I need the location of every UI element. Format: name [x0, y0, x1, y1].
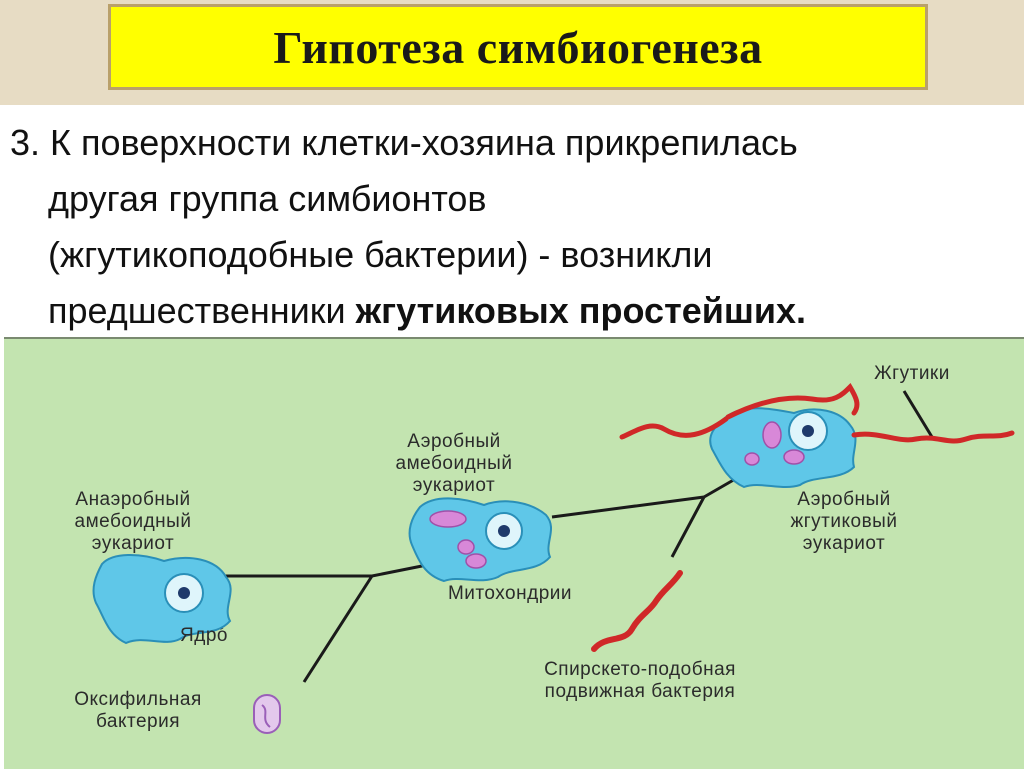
anaerobic-label-line-2: амебоидный: [74, 511, 192, 532]
aerobic-flagellate-label-line-1: Аэробный: [797, 489, 891, 510]
oxyphilic-label-line-1: Оксифильная: [74, 689, 202, 710]
paragraph-line-3: (жгутикоподобные бактерии) - возникли: [48, 234, 713, 275]
paragraph: 3. К поверхности клетки-хозяина прикрепи…: [10, 115, 1015, 339]
anaerobic-amoeboid-cell: [92, 554, 232, 645]
aerobic-flagellate-label-line-2: жгутиковый: [790, 511, 898, 532]
aerobic-amoeboid-label-line-2: амебоидный: [395, 453, 513, 474]
spirochete-bacterium: [591, 570, 683, 652]
paragraph-line-4-bold: жгутиковых простейших.: [355, 290, 807, 331]
flagellum-left: [619, 416, 729, 440]
anaerobic-label-line-1: Анаэробный: [75, 489, 191, 510]
spirochete-label: Спирскето-подобная подвижная бактерия: [490, 659, 790, 703]
line-flagella-pointer: [902, 390, 934, 438]
aerobic-flagellate-label: Аэробный жгутиковый эукариот: [744, 489, 944, 555]
paragraph-line-2: другая группа симбионтов: [48, 178, 487, 219]
paragraph-line-1: 3. К поверхности клетки-хозяина прикрепи…: [10, 122, 798, 163]
header-band: Гипотеза симбиогенеза: [0, 0, 1024, 105]
diagram-graphics: [92, 382, 1015, 734]
line-spirochete-branch: [670, 496, 706, 558]
flagellum-top: [725, 382, 860, 420]
line-oxyphilic-branch: [302, 575, 374, 683]
aerobic-flagellate-label-line-3: эукариот: [802, 533, 886, 554]
slide-title: Гипотеза симбиогенеза: [273, 21, 763, 73]
aerobic-amoeboid-label-line-1: Аэробный: [407, 431, 501, 452]
oxyphilic-bacterium: [253, 694, 281, 734]
nucleus-label: Ядро: [180, 625, 228, 646]
oxyphilic-label: Оксифильная бактерия: [38, 689, 238, 733]
line-aerobic-branch: [551, 495, 705, 519]
aerobic-amoeboid-label-line-3: эукариот: [412, 475, 496, 496]
spirochete-label-line-1: Спирскето-подобная: [544, 659, 736, 680]
spirochete-label-line-2: подвижная бактерия: [544, 681, 736, 702]
aerobic-flagellate-cell: [619, 382, 1015, 489]
symbiogenesis-diagram: Анаэробный амебоидный эукариот Ядро Окси…: [4, 337, 1024, 769]
anaerobic-amoeboid-label: Анаэробный амебоидный эукариот: [38, 489, 228, 555]
title-box: Гипотеза симбиогенеза: [108, 4, 928, 90]
text-panel: 3. К поверхности клетки-хозяина прикрепи…: [0, 105, 1024, 335]
paragraph-line-4-normal: предшественники: [48, 290, 356, 331]
anaerobic-label-line-3: эукариот: [91, 533, 175, 554]
flagella-label: Жгутики: [874, 363, 950, 384]
mitochondria-label: Митохондрии: [447, 583, 572, 604]
aerobic-amoeboid-cell: [408, 497, 552, 583]
paragraph-line-4: предшественники жгутиковых простейших.: [10, 283, 1015, 339]
flagellum-right: [851, 430, 1015, 444]
connector-lines: [196, 390, 934, 683]
oxyphilic-label-line-2: бактерия: [95, 711, 181, 732]
aerobic-amoeboid-label: Аэробный амебоидный эукариот: [354, 431, 554, 497]
